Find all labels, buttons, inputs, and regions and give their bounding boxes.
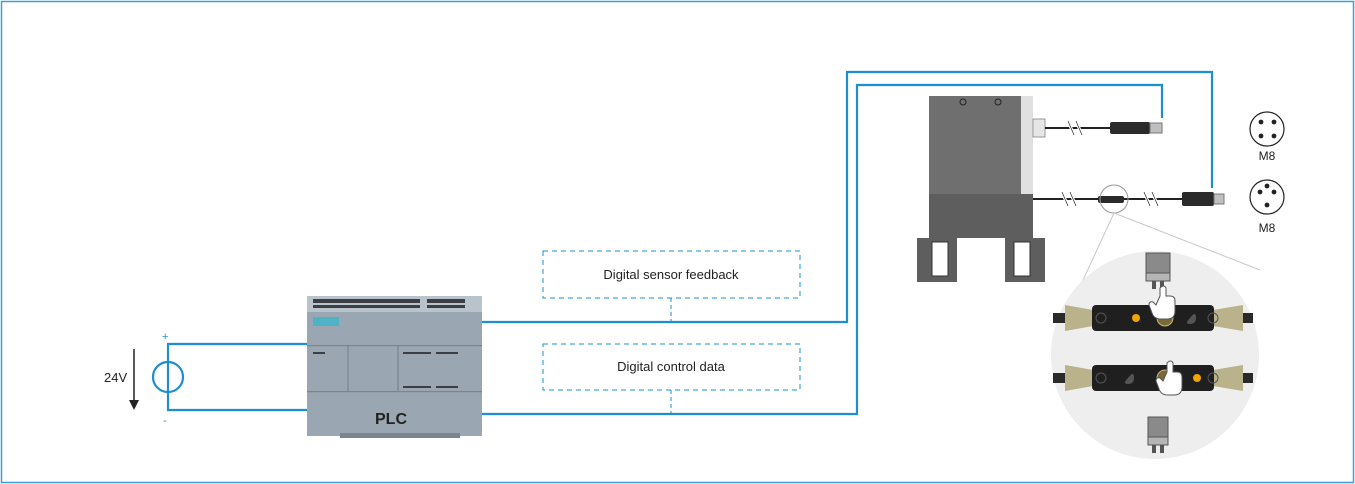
feedback-wire [482, 70, 1214, 324]
m8-connector-top: M8 [1249, 111, 1285, 163]
plc-label: PLC [375, 411, 407, 428]
device-body-top [929, 96, 1033, 196]
sensor-state-top-icon [1145, 252, 1171, 289]
lower-cable-plug [1182, 192, 1214, 206]
plc-status-led [313, 317, 339, 326]
control-signal: Digital control data [542, 343, 801, 414]
upper-cable-plug [1110, 122, 1150, 134]
power-wire [166, 342, 307, 412]
m8-connector-icon-2 [1249, 179, 1285, 215]
m8-label-top: M8 [1259, 149, 1276, 163]
feedback-label-box [542, 250, 801, 299]
zoom-callout [1051, 212, 1261, 459]
sensor-strip-upper [1053, 305, 1253, 331]
minus-terminal-label: - [163, 415, 167, 427]
control-wire [482, 83, 1164, 416]
arrow-down-icon [129, 349, 139, 410]
plus-terminal-label: + [162, 331, 168, 343]
sensor-strip-lower [1053, 365, 1253, 391]
m8-connector-icon [1249, 111, 1285, 147]
control-label-box [542, 343, 801, 391]
gripper-device [917, 96, 1225, 282]
device-body-bottom [929, 194, 1033, 238]
voltage-source: 24V + - [104, 331, 185, 427]
zoom-circle [1051, 251, 1259, 459]
plc-unit: PLC [307, 296, 482, 438]
hand-pointer-icon-lower [1155, 360, 1183, 396]
feedback-label: Digital sensor feedback [603, 267, 739, 282]
feedback-signal: Digital sensor feedback [542, 250, 801, 322]
control-label: Digital control data [617, 359, 725, 374]
sensor-state-bottom-icon [1147, 416, 1169, 453]
inline-sensor [1098, 196, 1124, 203]
m8-label-bottom: M8 [1259, 221, 1276, 235]
voltage-label: 24V [104, 370, 127, 385]
led-on-indicator [1132, 314, 1140, 322]
hand-pointer-icon [1148, 285, 1176, 320]
led-on-indicator-lower [1193, 374, 1201, 382]
m8-connector-bottom: M8 [1249, 179, 1285, 235]
